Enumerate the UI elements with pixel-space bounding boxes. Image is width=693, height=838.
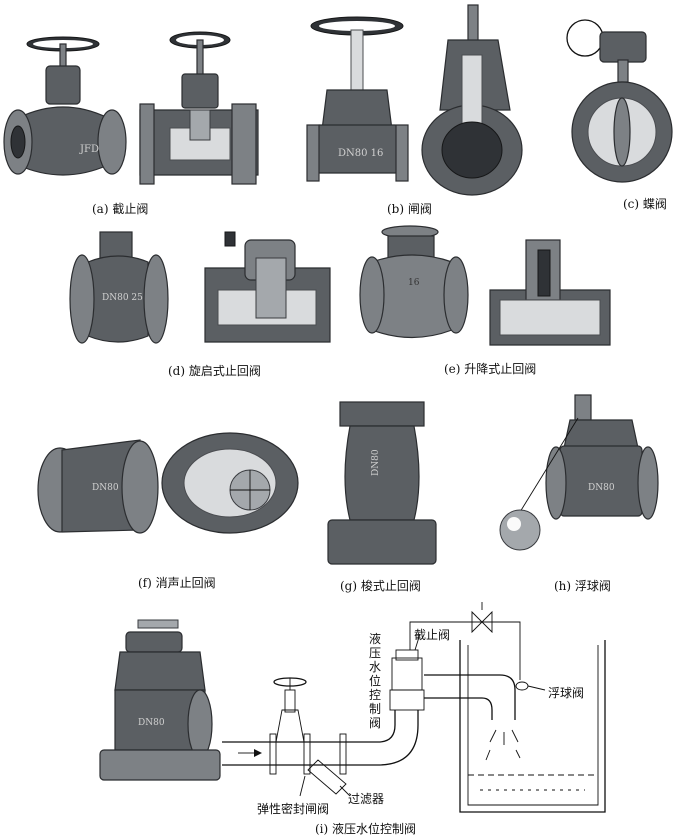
caption-butterfly-valve: (c) 蝶阀 — [623, 197, 667, 211]
shuttle-check-marking: DN80 — [371, 449, 381, 476]
silent-check-valve-image: DN80 — [37, 439, 159, 534]
gate-valve-cutaway-image — [421, 4, 523, 196]
gate-valve-image: DN80 16 — [306, 16, 409, 182]
butterfly-valve-image — [566, 19, 673, 183]
caption-swing-check-valve: (d) 旋启式止回阀 — [168, 364, 261, 378]
piping-schematic — [222, 602, 606, 813]
globe-valve-cutaway-image — [139, 31, 259, 185]
swing-check-valve-image: DN80 25 — [69, 231, 169, 344]
caption-float-valve: (h) 浮球阀 — [554, 579, 611, 593]
lift-check-cutaway-image — [489, 239, 611, 346]
caption-shuttle-check-valve: (g) 梭式止回阀 — [340, 579, 421, 593]
gate-valve-marking: DN80 16 — [338, 148, 383, 159]
caption-hydraulic-control-valve: (i) 液压水位控制阀 — [315, 822, 417, 836]
silent-check-marking: DN80 — [92, 483, 119, 493]
caption-silent-check-valve: (f) 消声止回阀 — [138, 576, 216, 590]
caption-globe-valve: (a) 截止阀 — [92, 202, 149, 216]
globe-valve-image: JFD — [3, 36, 127, 176]
caption-lift-check-valve: (e) 升降式止回阀 — [444, 362, 537, 376]
hydraulic-valve-marking: DN80 — [138, 718, 165, 728]
lift-check-valve-image: 16 — [359, 225, 469, 339]
shuttle-check-valve-image: DN80 — [327, 401, 437, 565]
silent-check-cutaway-image — [161, 432, 299, 534]
label-stop-valve: 截止阀 — [414, 628, 451, 642]
swing-check-marking: DN80 25 — [102, 293, 143, 303]
swing-check-cutaway-image — [204, 231, 331, 343]
float-valve-marking: DN80 — [588, 483, 615, 493]
label-float-valve: 浮球阀 — [548, 686, 585, 700]
label-filter: 过滤器 — [348, 792, 385, 806]
float-valve-image: DN80 — [499, 394, 659, 551]
lift-check-marking: 16 — [408, 278, 420, 288]
caption-gate-valve: (b) 闸阀 — [387, 202, 432, 216]
label-gate-valve-resilient: 弹性密封闸阀 — [257, 802, 330, 816]
hydraulic-control-valve-image: DN80 — [99, 619, 221, 781]
globe-valve-marking: JFD — [79, 144, 99, 155]
label-hydraulic-valve-vertical: 液压水位控制阀 — [368, 632, 381, 730]
